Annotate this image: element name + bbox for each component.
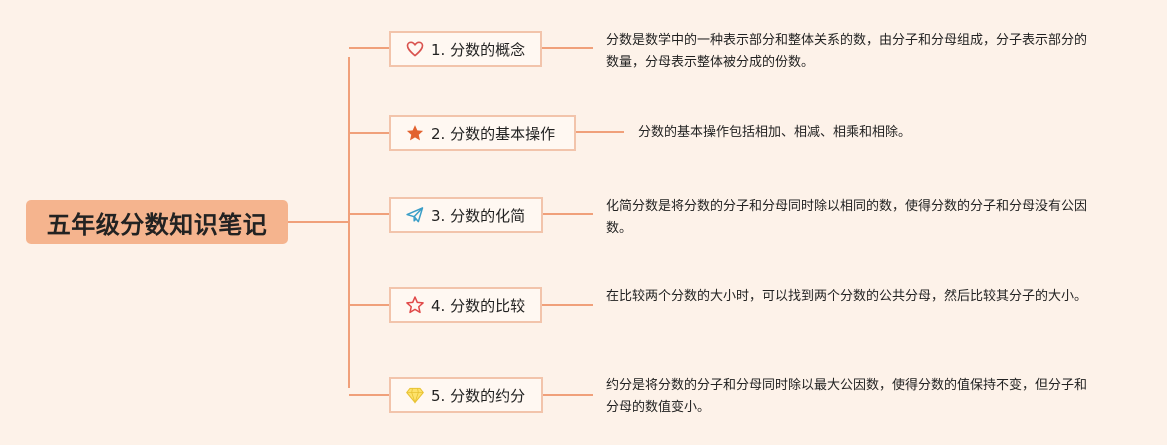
branch-description: 化简分数是将分数的分子和分母同时除以相同的数，使得分数的分子和分母没有公因数。 bbox=[606, 199, 1088, 236]
star-outline-icon bbox=[405, 295, 425, 315]
branch-description: 在比较两个分数的大小时，可以找到两个分数的公共分母，然后比较其分子的大小。 bbox=[606, 289, 1088, 304]
root-topic[interactable]: 五年级分数知识笔记 bbox=[26, 200, 288, 244]
branch-label: 2. 分数的基本操作 bbox=[431, 124, 556, 143]
branch-concept[interactable]: 1. 分数的概念 bbox=[389, 31, 542, 67]
star-filled-icon bbox=[405, 123, 425, 143]
branch-reduce[interactable]: 5. 分数的约分 bbox=[389, 377, 543, 413]
branch-description: 约分是将分数的分子和分母同时除以最大公因数，使得分数的值保持不变，但分子和分母的… bbox=[606, 378, 1088, 415]
branch-compare[interactable]: 4. 分数的比较 bbox=[389, 287, 542, 323]
branch-simplify[interactable]: 3. 分数的化简 bbox=[389, 197, 543, 233]
branch-description: 分数是数学中的一种表示部分和整体关系的数，由分子和分母组成，分子表示部分的数量，… bbox=[606, 33, 1088, 70]
diamond-icon bbox=[405, 385, 425, 405]
root-title: 五年级分数知识笔记 bbox=[46, 210, 268, 239]
branch-basic-operations[interactable]: 2. 分数的基本操作 bbox=[389, 115, 576, 151]
heart-icon bbox=[405, 39, 425, 59]
branch-description: 分数的基本操作包括相加、相减、相乘和相除。 bbox=[638, 125, 912, 140]
branch-label: 5. 分数的约分 bbox=[431, 386, 526, 405]
paper-plane-icon bbox=[405, 205, 425, 225]
branch-label: 1. 分数的概念 bbox=[431, 40, 526, 59]
branch-label: 3. 分数的化简 bbox=[431, 206, 526, 225]
branch-label: 4. 分数的比较 bbox=[431, 296, 526, 315]
